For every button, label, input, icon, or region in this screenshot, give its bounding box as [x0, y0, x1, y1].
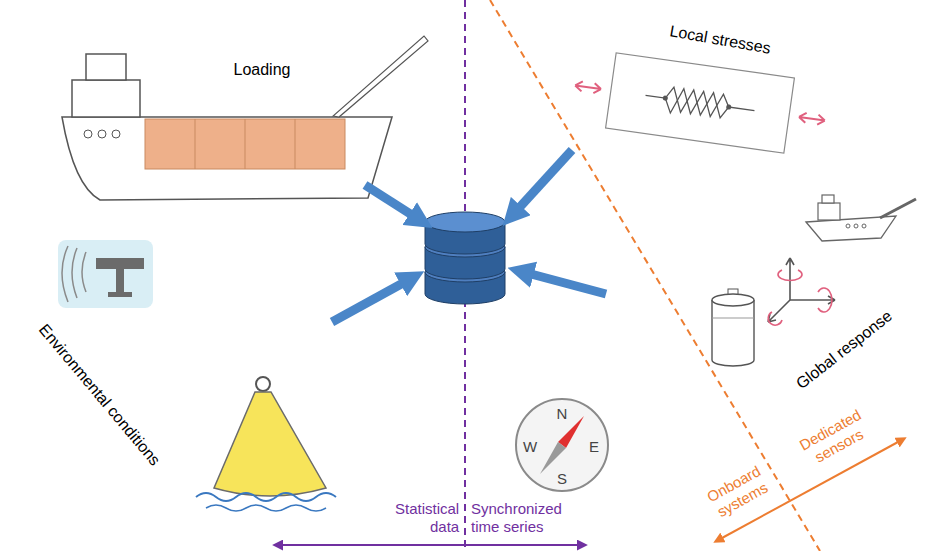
compass-letter: W — [523, 438, 537, 456]
rotation-arrow — [778, 270, 802, 280]
porthole — [846, 224, 850, 228]
flow-arrow — [365, 185, 412, 215]
radar-foot — [108, 292, 132, 297]
tension-arrow — [798, 112, 825, 126]
strain-gauge — [570, 48, 830, 158]
region-title: Local stresses — [668, 21, 772, 58]
porthole — [84, 130, 92, 138]
radar-background — [58, 240, 153, 308]
compass — [516, 399, 608, 491]
compass-needle-south — [540, 442, 566, 474]
axis-arrow — [790, 296, 835, 304]
compass-letter: E — [589, 438, 599, 456]
region-ellipse: Environmental conditions — [5, 195, 358, 548]
region-title: Environmental conditions — [35, 320, 165, 470]
database-disk-top — [425, 212, 505, 232]
porthole — [854, 224, 858, 228]
superstructure — [818, 203, 840, 220]
bridge — [86, 54, 126, 80]
flow-arrow — [519, 150, 572, 208]
ship-hull — [62, 117, 392, 200]
cargo-hold — [145, 119, 345, 169]
wave-buoy — [196, 377, 336, 511]
buoy-ring — [256, 377, 270, 391]
region-title: Loading — [233, 60, 290, 80]
compass-letter: N — [557, 405, 568, 423]
divider-line — [490, 0, 820, 551]
motion-sensor — [712, 289, 754, 366]
gauge-sheet — [606, 53, 795, 153]
gauge-terminal — [726, 104, 732, 110]
rotation-arrow — [818, 288, 832, 312]
radar-stem — [116, 269, 124, 293]
sea-waves — [196, 493, 336, 501]
sensor-body — [712, 300, 754, 366]
region-ellipse: Global response — [505, 155, 925, 524]
buoy-body — [214, 392, 326, 496]
ellipse-outline — [41, 10, 469, 214]
double-arrow — [282, 544, 578, 546]
rotation-arrow — [768, 312, 782, 325]
axis-label: Statistical data — [395, 500, 459, 536]
axis-arrow — [768, 300, 790, 322]
axis-arrow — [786, 258, 794, 300]
gauge-grid — [644, 83, 756, 122]
hold-divider — [295, 119, 296, 169]
motion-axes — [768, 258, 835, 325]
porthole — [112, 130, 120, 138]
wave-radar — [58, 240, 153, 308]
porthole — [862, 224, 866, 228]
flow-arrow — [531, 274, 606, 294]
crane-boom — [333, 36, 428, 117]
ellipse-outline — [5, 195, 358, 548]
sensor-band — [712, 318, 754, 319]
ellipse-fill — [482, 0, 899, 219]
porthole — [98, 130, 106, 138]
axis-label: Synchronized time series — [471, 500, 562, 536]
cargo-ship — [62, 36, 428, 200]
sensor-top — [712, 294, 754, 306]
radar-wave — [72, 248, 77, 298]
region-title: Global response — [793, 306, 897, 393]
database-icon — [425, 212, 505, 304]
gauge-terminal — [663, 95, 669, 101]
radar-wave — [82, 252, 86, 292]
radar-head — [96, 258, 144, 269]
superstructure — [72, 80, 140, 117]
radar-wave — [62, 246, 68, 302]
hold-divider — [245, 119, 246, 169]
sea-waves — [206, 505, 326, 511]
bridge — [822, 195, 834, 203]
ship-sketch — [806, 195, 916, 241]
region-ellipse: Local stresses — [498, 2, 881, 187]
flow-arrow — [332, 283, 403, 322]
axis-label: Dedicated sensors — [797, 406, 874, 470]
crane-boom — [880, 199, 916, 218]
tension-arrow — [575, 81, 602, 95]
gauge-grid — [663, 86, 730, 121]
compass-letter: S — [557, 470, 567, 488]
ellipse-fill — [439, 83, 931, 551]
ellipse-fill — [31, 0, 480, 234]
region-ellipse: Loading — [41, 10, 469, 214]
compass-dial — [516, 399, 608, 491]
axis-label: Onboard systems — [704, 462, 773, 522]
hold-divider — [195, 119, 196, 169]
ellipse-fill — [0, 128, 426, 551]
